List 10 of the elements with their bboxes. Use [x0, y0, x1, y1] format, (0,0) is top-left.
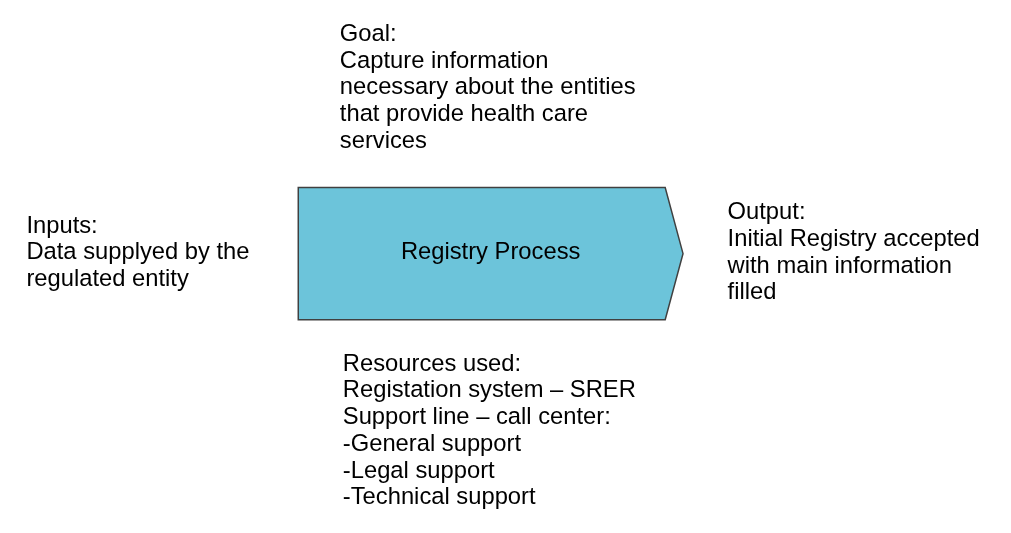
label: Inputs: [26, 210, 98, 238]
label: Output: [727, 196, 806, 224]
label: -Legal support [342, 455, 495, 483]
label: Support line – call center: [342, 401, 611, 429]
label: Resources used: [342, 348, 522, 376]
label: Registation system – SRER [342, 374, 636, 402]
label: -General support [342, 428, 522, 456]
label: Initial Registry accepted with main information filled [727, 223, 980, 304]
label: Capture information necessary about the entities that provide health care services [339, 45, 636, 153]
label: Goal: [339, 18, 397, 46]
